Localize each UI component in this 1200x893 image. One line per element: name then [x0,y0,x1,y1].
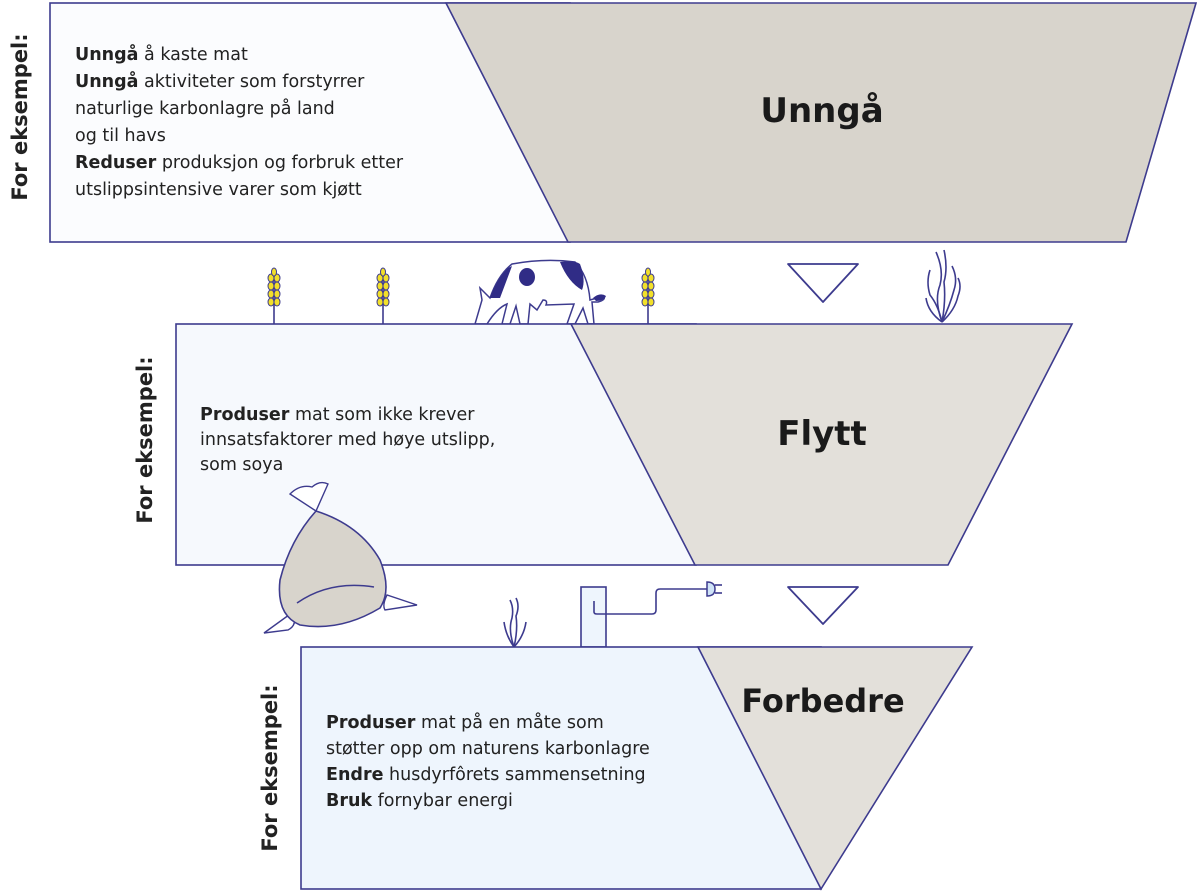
wheat-icon [641,267,655,324]
funnel-segment-unnga [444,2,1198,243]
tier-title-flytt: Flytt [777,414,867,454]
example-text-segment: aktiviteter som forstyrrer [138,72,365,92]
example-text-segment: og til havs [75,126,166,146]
example-text-segment: naturlige karbonlagre på land [75,98,335,119]
down-arrow-icon [787,263,859,303]
wheat-icon [376,267,390,324]
power-outlet-icon [580,586,707,648]
example-text-segment: som soya [200,455,283,475]
seaweed-icon [925,249,961,323]
example-text-segment: produksjon og forbruk etter [156,153,404,173]
cow-icon [474,259,606,325]
example-text-flytt: Produser mat som ikke krever innsatsfakto… [200,405,495,475]
seaweed-icon [503,597,527,648]
plug-icon [706,581,722,597]
emphasis-verb: Unngå [75,43,138,65]
example-text-segment: husdyrfôrets sammensetning [383,765,645,785]
tier-forbedre: Forbedre For eksempel: Produser mat på e… [258,646,974,891]
funnel-segment-flytt [569,323,1074,566]
example-text-forbedre: Produser mat på en måte som støtter opp o… [326,712,650,811]
emphasis-verb: Unngå [75,70,138,92]
emphasis-verb: Bruk [326,791,372,811]
example-text-segment: utslippsintensive varer som kjøtt [75,180,362,200]
example-text-segment: mat på en måte som [415,712,603,733]
side-label-unnga: For eksempel: [8,33,32,200]
tier-flytt: Flytt For eksempel: Produser mat som ikk… [133,323,1074,566]
funnel-segment-forbedre [696,646,974,891]
emphasis-verb: Produser [200,405,290,425]
emphasis-verb: Endre [326,765,384,785]
example-text-segment: å kaste mat [138,44,247,65]
emphasis-verb: Produser [326,713,416,733]
illustrations-row-2 [503,581,859,648]
emphasis-verb: Reduser [75,153,157,173]
illustrations-row-1 [267,249,961,325]
tier-title-forbedre: Forbedre [741,682,904,720]
side-label-forbedre: For eksempel: [258,684,282,851]
example-text-segment: støtter opp om naturens karbonlagre [326,739,650,759]
example-text-segment: innsatsfaktorer med høye utslipp, [200,430,495,450]
tier-title-unnga: Unngå [760,91,883,131]
down-arrow-icon [787,586,859,625]
wheat-icon [267,267,281,324]
example-text-segment: fornybar energi [372,791,513,811]
sack-icon [263,481,418,634]
side-label-flytt: For eksempel: [133,356,157,523]
example-text-segment: mat som ikke krever [289,405,475,425]
